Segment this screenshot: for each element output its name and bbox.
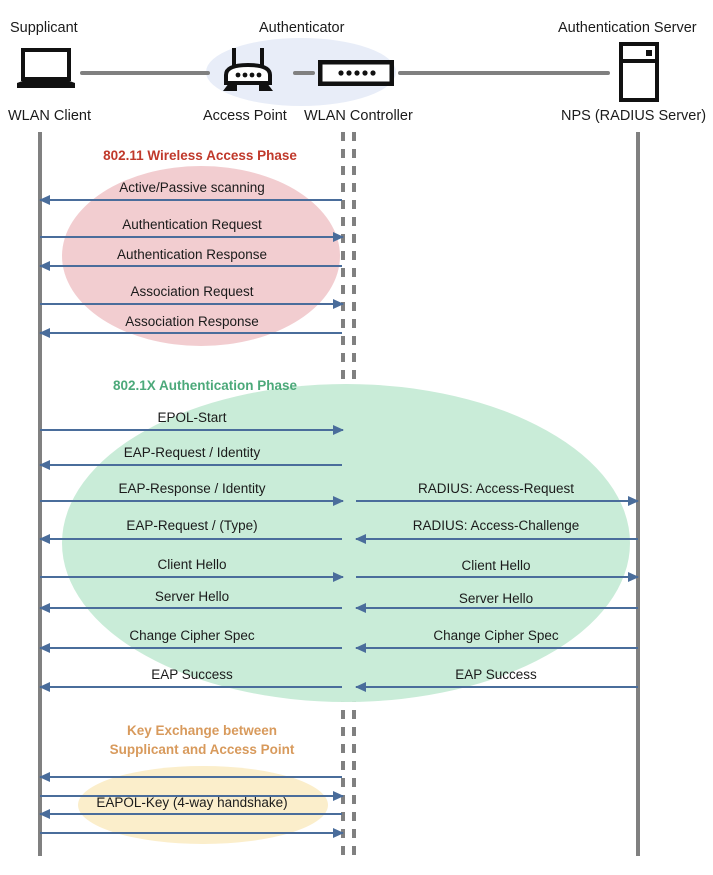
message-label: Association Response bbox=[125, 314, 259, 329]
message-label: Client Hello bbox=[157, 557, 227, 572]
message-arrow bbox=[39, 460, 342, 470]
message-label: EAPOL-Key (4-way handshake) bbox=[96, 795, 288, 810]
server-icon bbox=[618, 42, 660, 107]
wire-ap-to-controller bbox=[293, 71, 315, 75]
message-arrow bbox=[39, 261, 342, 271]
message-label: EAP-Request / (Type) bbox=[126, 518, 258, 533]
message-arrow bbox=[40, 232, 344, 242]
message-label: Association Request bbox=[130, 284, 254, 299]
message-arrow bbox=[40, 791, 344, 801]
message-label: Client Hello bbox=[461, 558, 531, 573]
laptop-icon bbox=[12, 48, 80, 97]
message-arrow bbox=[39, 682, 342, 692]
role-title-authenticator: Authenticator bbox=[259, 20, 345, 36]
message-label: Server Hello bbox=[458, 591, 534, 606]
message-arrow bbox=[355, 682, 638, 692]
message-label: EAP Success bbox=[455, 667, 537, 682]
message-label: Server Hello bbox=[154, 589, 230, 604]
message-arrow bbox=[355, 603, 638, 613]
message-label: EAP-Request / Identity bbox=[123, 445, 261, 460]
message-label: Active/Passive scanning bbox=[119, 180, 265, 195]
message-arrow bbox=[40, 425, 344, 435]
phase-caption-wireless: 802.11 Wireless Access Phase bbox=[103, 148, 297, 163]
message-arrow bbox=[40, 572, 344, 582]
message-arrow bbox=[355, 534, 638, 544]
message-label: EAP-Response / Identity bbox=[118, 481, 266, 496]
role-title-supplicant: Supplicant bbox=[10, 20, 78, 36]
message-arrow bbox=[356, 496, 639, 506]
message-arrow bbox=[39, 328, 342, 338]
message-label: RADIUS: Access-Request bbox=[417, 481, 575, 496]
phase-caption-dot1x: 802.1X Authentication Phase bbox=[112, 378, 298, 393]
phase-ellipse-dot1x bbox=[62, 384, 630, 702]
lifeline-authentication-server bbox=[636, 132, 640, 856]
message-label: Change Cipher Spec bbox=[129, 628, 255, 643]
message-label: RADIUS: Access-Challenge bbox=[412, 518, 580, 533]
lifeline-supplicant bbox=[38, 132, 42, 856]
phase-ellipse-wireless bbox=[62, 166, 340, 346]
message-arrow bbox=[40, 828, 344, 838]
phase-caption-key-line2: Supplicant and Access Point bbox=[109, 742, 295, 757]
role-title-authentication-server: Authentication Server bbox=[558, 20, 697, 36]
node-label-access-point: Access Point bbox=[203, 108, 287, 124]
wire-client-to-ap bbox=[80, 71, 210, 75]
message-label: EAP Success bbox=[151, 667, 233, 682]
message-arrow bbox=[39, 195, 342, 205]
node-label-nps-radius-server: NPS (RADIUS Server) bbox=[561, 108, 707, 124]
node-label-wlan-controller: WLAN Controller bbox=[304, 108, 413, 124]
message-arrow bbox=[40, 496, 344, 506]
message-arrow bbox=[39, 603, 342, 613]
message-label: Authentication Request bbox=[122, 217, 262, 232]
node-label-wlan-client: WLAN Client bbox=[8, 108, 91, 124]
phase-ellipse-key bbox=[78, 766, 328, 844]
wire-controller-to-nps bbox=[398, 71, 610, 75]
message-label: Authentication Response bbox=[116, 247, 268, 262]
message-arrow bbox=[39, 772, 342, 782]
message-label: EPOL-Start bbox=[157, 410, 227, 425]
message-arrow bbox=[39, 809, 342, 819]
access-point-icon bbox=[216, 45, 280, 100]
phase-caption-key-line1: Key Exchange between bbox=[126, 723, 278, 738]
message-arrow bbox=[355, 643, 638, 653]
message-arrow bbox=[40, 299, 344, 309]
message-label: Change Cipher Spec bbox=[433, 628, 559, 643]
message-arrow bbox=[39, 643, 342, 653]
wlan-controller-icon bbox=[317, 59, 395, 91]
message-arrow bbox=[39, 534, 342, 544]
message-arrow bbox=[356, 572, 639, 582]
